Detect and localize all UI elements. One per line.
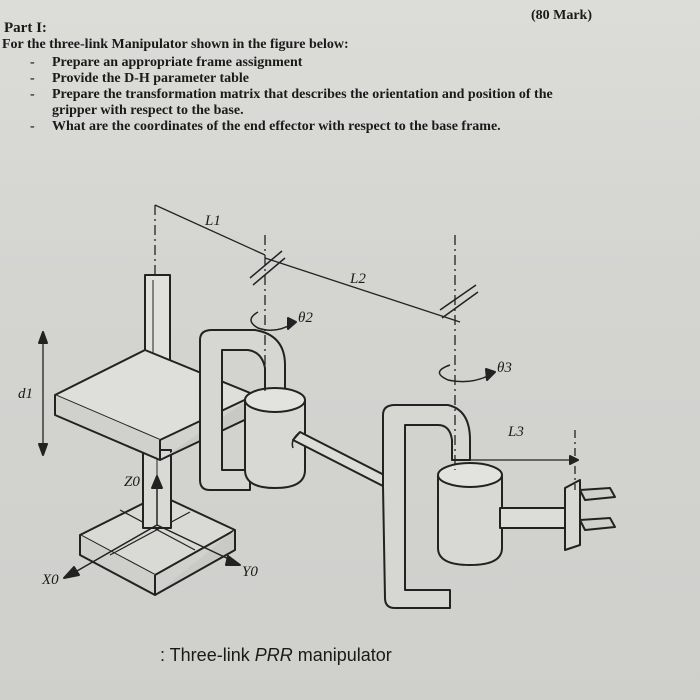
task-item: What are the coordinates of the end effe… (30, 119, 590, 135)
label-l2: L2 (349, 271, 366, 287)
joint2-cylinder (244, 400, 306, 489)
label-z0: Z0 (124, 474, 140, 490)
manipulator-figure: L1 L2 L3 θ2 θ3 d1 Z0 X0 Y0 (18, 204, 616, 609)
label-theta3: θ3 (497, 360, 512, 376)
task-list: Prepare an appropriate frame assignment … (30, 55, 590, 135)
caption-prefix: : Three-link (160, 645, 255, 665)
label-l1: L1 (204, 213, 221, 229)
label-theta2: θ2 (298, 310, 313, 326)
link2-arm (292, 431, 391, 487)
task-item: Prepare an appropriate frame assignment (30, 55, 590, 71)
task-item: Prepare the transformation matrix that d… (30, 87, 590, 119)
part-title: Part I: (4, 20, 47, 36)
label-x0: X0 (41, 572, 59, 588)
label-l3: L3 (507, 424, 524, 440)
label-d1: d1 (18, 386, 33, 402)
caption-italic: PRR (254, 645, 293, 665)
question-intro: For the three-link Manipulator shown in … (2, 37, 349, 52)
task-item: Provide the D-H parameter table (30, 71, 590, 87)
joint3-cylinder (437, 475, 503, 566)
caption-suffix: manipulator (292, 645, 392, 665)
gripper (564, 479, 581, 551)
marks-label: (80 Mark) (530, 8, 592, 23)
label-y0: Y0 (242, 564, 258, 580)
link3-shaft (499, 507, 569, 529)
link2-pipe (382, 404, 471, 609)
link1-pipe (199, 329, 286, 491)
figure-caption: : Three-link PRR manipulator (160, 645, 392, 666)
